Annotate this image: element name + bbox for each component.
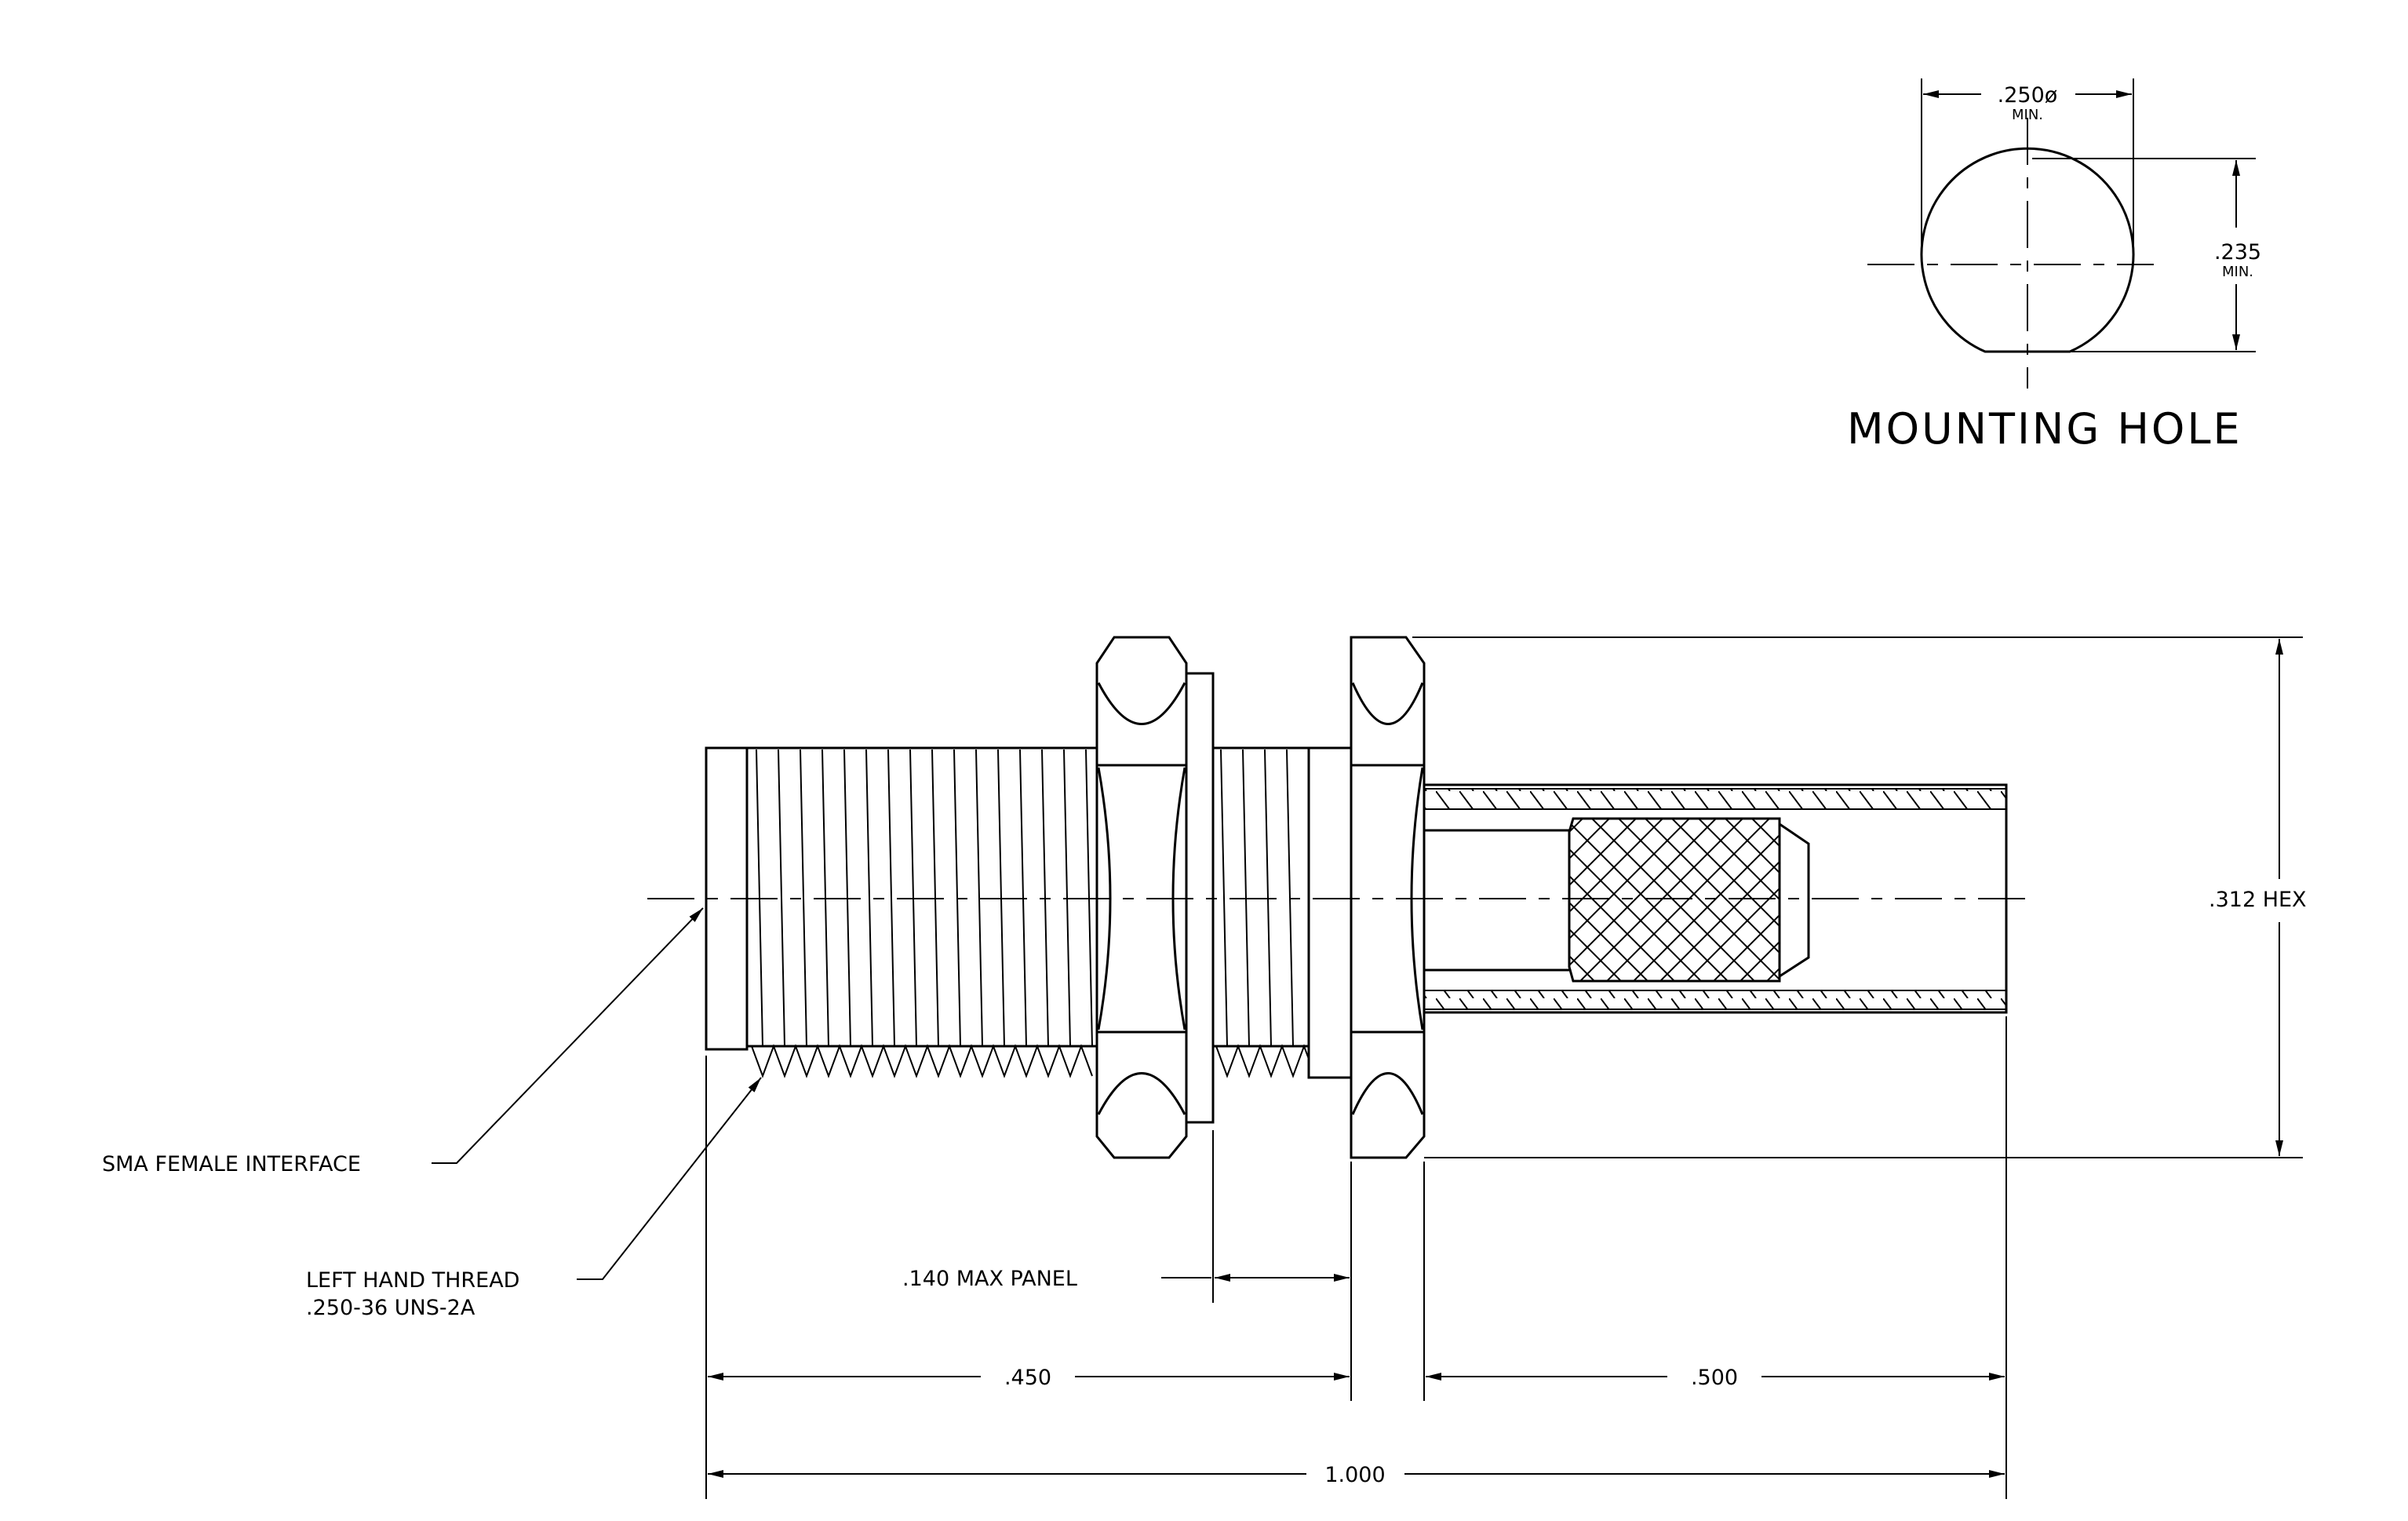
mounting-hole-detail: .250ø MIN. .235 MIN. MOUNTING HOLE [1847,78,2261,454]
dimensions: .312 HEX .140 MAX PANEL .450 .500 1.000 [705,636,2307,1499]
overall-dim-value: 1.000 [1324,1463,1385,1487]
interface-callout: SMA FEMALE INTERFACE [102,1152,361,1176]
callouts: SMA FEMALE INTERFACE LEFT HAND THREAD .2… [102,907,762,1320]
thread-callout-line1: LEFT HAND THREAD [306,1268,519,1293]
interface-leader [432,907,704,1164]
tube-wall-top [1423,788,2007,810]
thread-relief [1307,746,1353,1079]
thread-crest [887,749,895,1047]
rear-dim-value: .500 [1691,1366,1738,1390]
thread-teeth [1215,1044,1316,1078]
thread-leader [577,1077,762,1280]
thread-crest [778,749,785,1047]
hole-flat-value: .235 [2214,240,2261,264]
front-dim-value: .450 [1004,1366,1051,1390]
hole-dia-note: MIN. [2012,107,2043,123]
thread-crest [800,749,807,1047]
tube-wall-bottom [1423,990,2007,1010]
thread-callout-line2: .250-36 UNS-2A [306,1296,475,1320]
panel-label: .140 MAX PANEL [902,1267,1077,1291]
thread-crest [865,749,873,1047]
front-hex-nut [1095,636,1188,1159]
body-hex-flange [1350,636,1426,1159]
hex-label: .312 HEX [2209,888,2307,912]
mounting-hole-outline [1920,147,2135,353]
front-threads [751,749,1093,1078]
thread-crest [975,749,983,1047]
thread-crest [1220,749,1228,1047]
rear-thread-body [1211,746,1310,1048]
mounting-hole-title: MOUNTING HOLE [1847,404,2242,454]
knurled-contact [1568,817,1781,983]
connector-side-view [647,636,2036,1159]
thread-teeth [751,1044,1093,1078]
rear-threads [1215,749,1316,1078]
hole-flat-note: MIN. [2222,264,2253,280]
crimp-tube [1423,783,2008,1014]
hole-dia-value: .250ø [1998,83,2058,108]
